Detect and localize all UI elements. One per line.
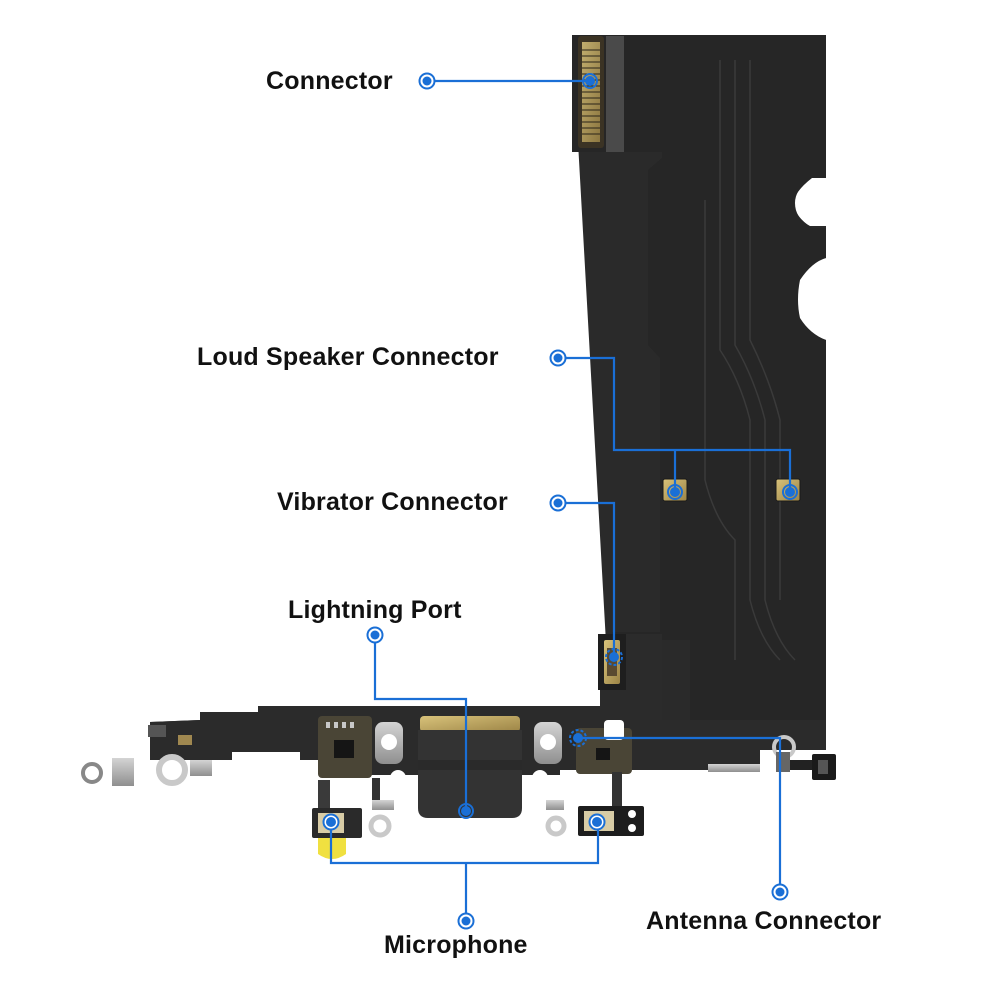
dot-loud-speaker-target-right [782,484,798,500]
callout-line-lightning [373,635,468,811]
callout-line-antenna [578,736,782,892]
trace-lines [704,60,796,661]
dot-loud-speaker-target-left [667,484,683,500]
vibrator-connector-part [598,634,626,690]
label-microphone: Microphone [384,931,528,959]
label-vibrator-connector: Vibrator Connector [277,488,508,516]
callout-line-loud-speaker [558,356,792,492]
dot-vibrator-label [549,494,567,512]
flex-board [150,35,826,775]
dot-antenna-target [569,729,587,747]
left-antenna-brackets [81,725,212,786]
dot-lightning-target [458,803,474,819]
dot-vibrator-target [605,648,623,666]
dot-antenna-label [771,883,789,901]
dot-connector-target [582,73,598,89]
callout-dots [322,72,798,930]
dot-microphone-target-left [322,813,340,831]
label-antenna-connector: Antenna Connector [646,907,882,935]
callout-line-microphone [329,822,600,865]
label-lightning-port: Lightning Port [288,596,462,624]
callout-line-vibrator [558,501,616,657]
flex-board-upper [572,35,826,735]
lightning-port-part [375,716,562,818]
right-circuit-module [576,720,632,774]
board-connector [578,36,624,152]
label-loud-speaker-connector: Loud Speaker Connector [197,343,499,371]
left-circuit-module [318,716,372,778]
label-connector: Connector [266,67,393,95]
dot-microphone-target-right [588,813,606,831]
dot-loud-speaker-label [549,349,567,367]
dot-microphone-label [457,912,475,930]
dot-lightning-label [366,626,384,644]
dot-connector-label [418,72,436,90]
